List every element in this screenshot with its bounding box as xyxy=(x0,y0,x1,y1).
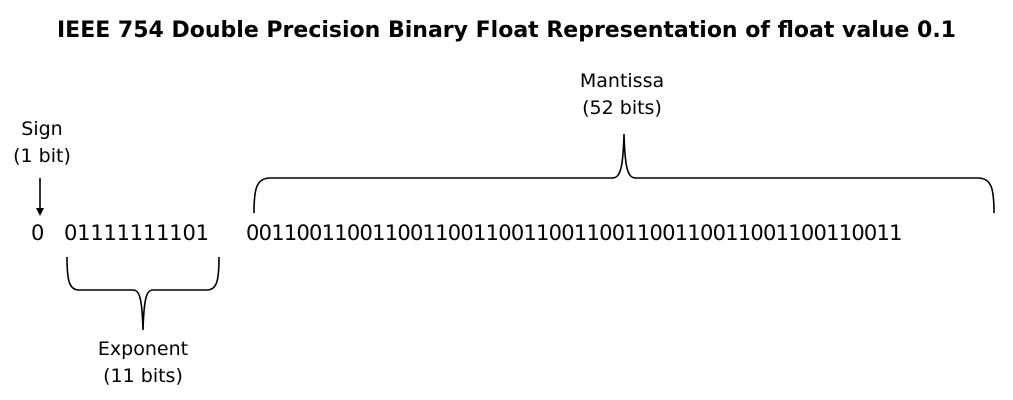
exponent-label: Exponent (11 bits) xyxy=(83,336,203,390)
diagram-title: IEEE 754 Double Precision Binary Float R… xyxy=(57,18,956,43)
sign-bit-value: 0 xyxy=(31,221,45,245)
exponent-bits-value: 01111111101 xyxy=(64,221,209,245)
mantissa-size: (52 bits) xyxy=(582,97,662,119)
sign-label: Sign (1 bit) xyxy=(0,116,84,170)
sign-size: (1 bit) xyxy=(13,145,71,167)
exponent-size: (11 bits) xyxy=(103,365,183,387)
exponent-name: Exponent xyxy=(97,338,189,360)
mantissa-name: Mantissa xyxy=(579,70,665,92)
mantissa-brace xyxy=(253,133,995,214)
mantissa-bits-value: 0011001100110011001100110011001100110011… xyxy=(246,221,903,245)
exponent-brace xyxy=(66,256,220,331)
mantissa-label: Mantissa (52 bits) xyxy=(560,68,684,122)
sign-name: Sign xyxy=(21,118,63,140)
